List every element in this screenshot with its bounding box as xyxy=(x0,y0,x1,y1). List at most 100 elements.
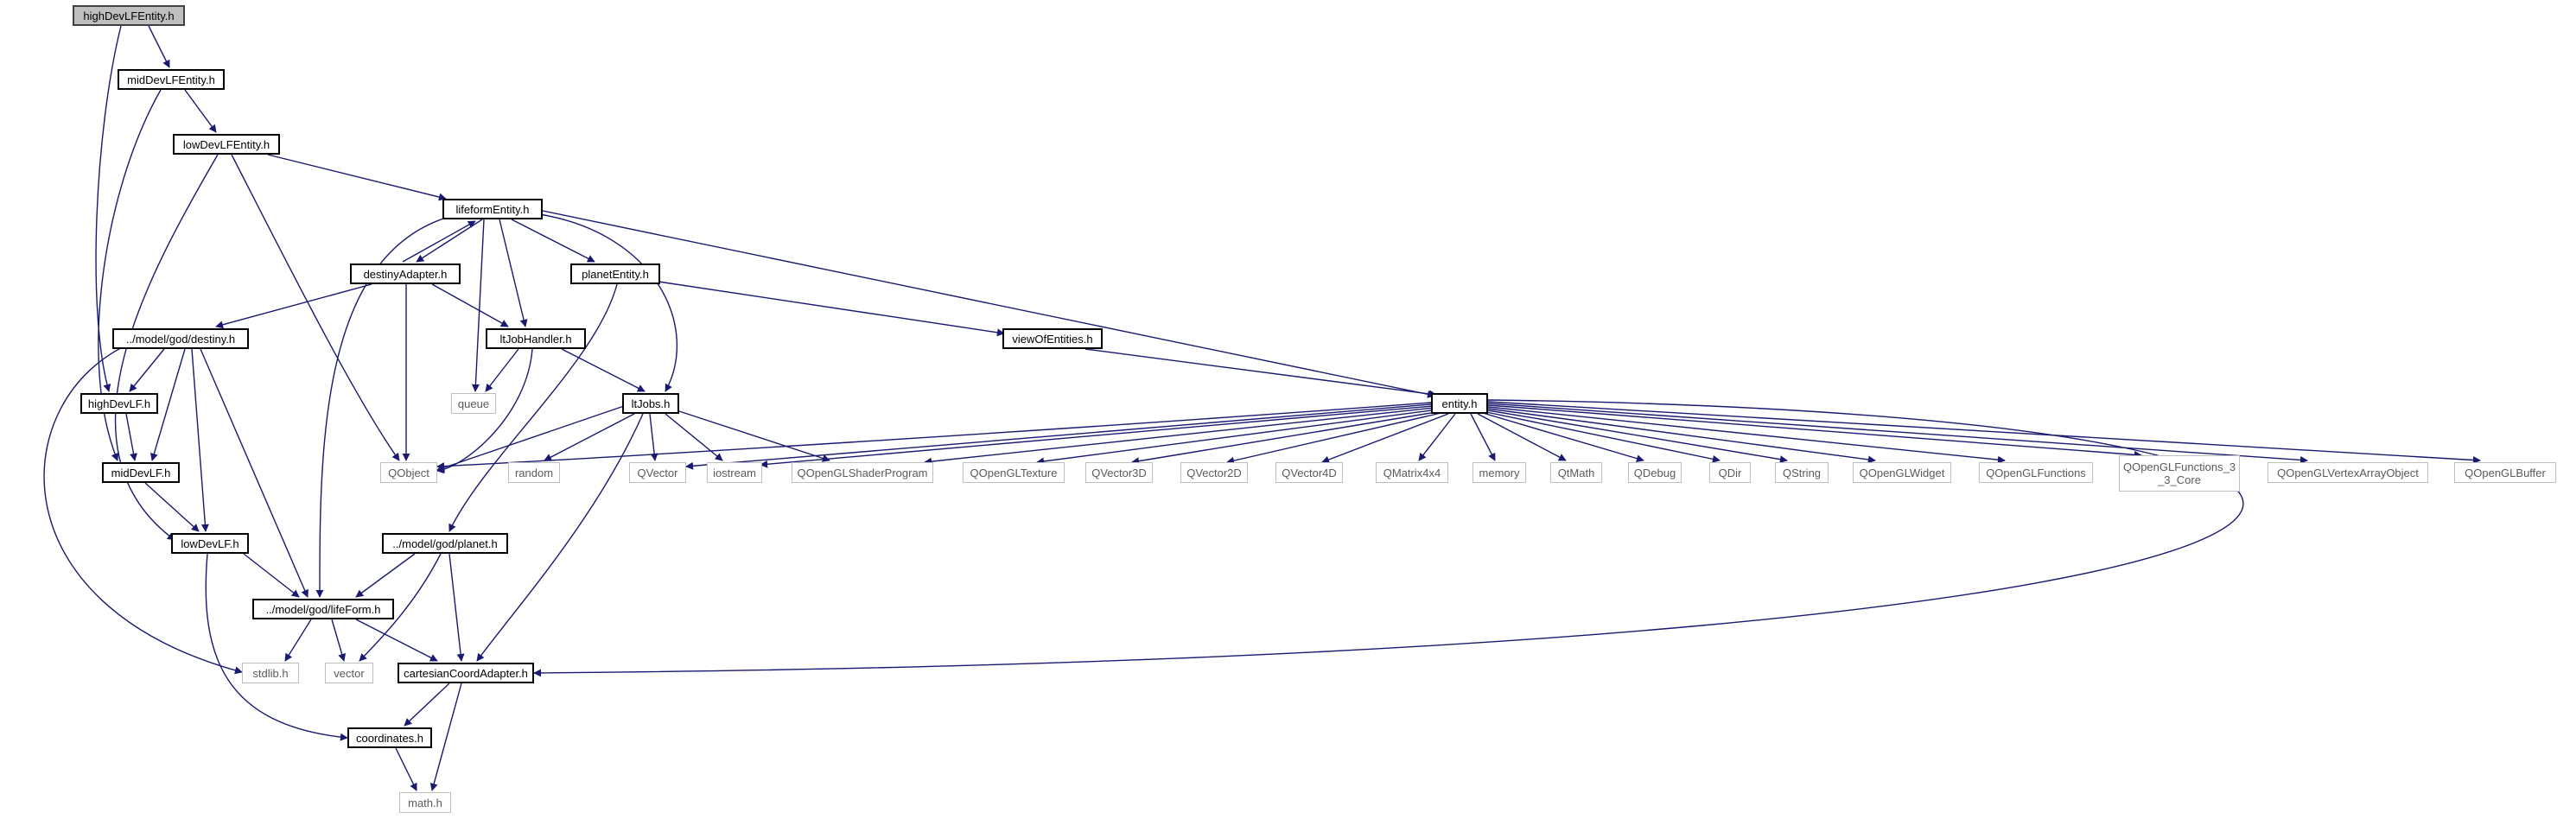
node-planetEntity[interactable]: planetEntity.h xyxy=(570,263,660,284)
edge-lifeformEntity-entity xyxy=(542,210,1435,398)
edge-lifeformEntity-queue xyxy=(471,219,485,392)
edge-modelGodLifeForm-vector xyxy=(331,619,347,662)
edge-destinyAdapter-ltJobHandler xyxy=(431,283,509,327)
edge-highDevLFEntity-highDevLF xyxy=(95,25,122,392)
edge-entity-QOpenGLWidget xyxy=(1487,408,1876,464)
node-QVector3D[interactable]: QVector3D xyxy=(1085,462,1153,483)
edge-planetEntity-viewOfEntities xyxy=(658,281,1005,337)
node-modelGodDestiny[interactable]: ../model/god/destiny.h xyxy=(112,328,249,349)
edge-destinyAdapter-lifeformEntity xyxy=(402,220,476,263)
node-modelGodLifeForm[interactable]: ../model/god/lifeForm.h xyxy=(252,599,394,619)
edge-ltJobHandler-ltJobs xyxy=(561,348,646,392)
edge-cartesianCoordAdapter-math xyxy=(429,682,462,791)
edge-modelGodPlanet-modelGodLifeForm xyxy=(355,553,416,598)
edge-lifeformEntity-modelGodLifeForm xyxy=(315,217,447,598)
edge-entity-QOpenGLBuffer xyxy=(1487,401,2481,465)
node-QOpenGLBuffer[interactable]: QOpenGLBuffer xyxy=(2454,462,2556,483)
node-lowDevLF[interactable]: lowDevLF.h xyxy=(171,533,249,554)
node-QDir[interactable]: QDir xyxy=(1709,462,1751,483)
node-vector[interactable]: vector xyxy=(325,663,373,683)
edge-ltJobs-cartesianCoordAdapter xyxy=(476,413,644,662)
edge-ltJobs-QVector xyxy=(649,413,658,461)
edge-modelGodPlanet-cartesianCoordAdapter xyxy=(448,553,465,662)
edge-modelGodDestiny-stdlib xyxy=(43,343,243,675)
edge-cartesianCoordAdapter-coordinates xyxy=(404,682,450,727)
edge-lowDevLF-coordinates xyxy=(205,553,348,741)
edge-entity-memory xyxy=(1470,413,1496,461)
node-destinyAdapter[interactable]: destinyAdapter.h xyxy=(350,263,461,284)
edge-coordinates-math xyxy=(395,747,417,791)
edge-entity-QObject xyxy=(436,402,1432,471)
edge-ltJobHandler-QObject xyxy=(436,348,533,474)
edge-entity-QVector2D xyxy=(1226,411,1446,465)
edge-modelGodDestiny-modelGodLifeForm xyxy=(200,348,308,598)
node-QVector[interactable]: QVector xyxy=(629,462,686,483)
edge-planetEntity-modelGodPlanet xyxy=(448,283,618,532)
node-memory[interactable]: memory xyxy=(1472,462,1526,483)
edge-entity-QVector xyxy=(685,403,1432,470)
edge-lowDevLFEntity-lifeformEntity xyxy=(267,154,447,201)
edge-highDevLFEntity-midDevLFEntity xyxy=(148,25,170,68)
node-cartesianCoordAdapter[interactable]: cartesianCoordAdapter.h xyxy=(398,663,534,683)
edge-entity-QOpenGLFunctions xyxy=(1487,406,2006,464)
edge-lowDevLFEntity-QObject xyxy=(231,154,400,461)
edge-ltJobs-QObject xyxy=(436,405,625,472)
node-ltJobs[interactable]: ltJobs.h xyxy=(622,393,679,414)
node-QMatrix4x4[interactable]: QMatrix4x4 xyxy=(1376,462,1448,483)
edge-entity-QOpenGLShaderProgram xyxy=(924,407,1435,466)
node-queue[interactable]: queue xyxy=(451,393,496,414)
edge-modelGodDestiny-lowDevLF xyxy=(191,348,209,532)
node-midDevLFEntity[interactable]: midDevLFEntity.h xyxy=(118,69,225,90)
edge-ltJobHandler-queue xyxy=(485,348,519,392)
edge-entity-QtMath xyxy=(1477,413,1567,461)
node-QOpenGLFunctions[interactable]: QOpenGLFunctions xyxy=(1979,462,2093,483)
edge-lowDevLFEntity-lowDevLF xyxy=(114,154,219,541)
node-lifeformEntity[interactable]: lifeformEntity.h xyxy=(442,199,543,219)
node-QVector4D[interactable]: QVector4D xyxy=(1275,462,1343,483)
node-QOpenGLFunctions_3_3_Core[interactable]: QOpenGLFunctions_3 _3_Core xyxy=(2119,455,2240,492)
edge-modelGodDestiny-highDevLF xyxy=(129,348,165,392)
edge-midDevLFEntity-midDevLF xyxy=(98,89,162,461)
edge-ltJobs-random xyxy=(544,413,635,461)
edge-highDevLF-midDevLF xyxy=(125,413,137,461)
node-QOpenGLWidget[interactable]: QOpenGLWidget xyxy=(1853,462,1951,483)
node-coordinates[interactable]: coordinates.h xyxy=(347,727,432,748)
node-QObject[interactable]: QObject xyxy=(380,462,437,483)
node-QOpenGLVertexArrayObject[interactable]: QOpenGLVertexArrayObject xyxy=(2268,462,2428,483)
node-entity[interactable]: entity.h xyxy=(1431,393,1488,414)
edge-modelGodLifeForm-stdlib xyxy=(284,619,312,662)
node-random[interactable]: random xyxy=(508,462,560,483)
node-QOpenGLTexture[interactable]: QOpenGLTexture xyxy=(963,462,1065,483)
edge-modelGodPlanet-vector xyxy=(359,553,442,662)
edge-destinyAdapter-modelGodDestiny xyxy=(215,283,372,329)
edge-entity-QOpenGLTexture xyxy=(1036,409,1439,466)
node-lowDevLFEntity[interactable]: lowDevLFEntity.h xyxy=(173,134,280,155)
edge-ltJobs-iostream xyxy=(665,413,723,461)
edge-entity-cartesianCoordAdapter xyxy=(533,399,2244,677)
node-iostream[interactable]: iostream xyxy=(707,462,762,483)
node-modelGodPlanet[interactable]: ../model/god/planet.h xyxy=(382,533,508,554)
node-QDebug[interactable]: QDebug xyxy=(1628,462,1682,483)
node-QVector2D[interactable]: QVector2D xyxy=(1180,462,1248,483)
edge-entity-QVector3D xyxy=(1131,410,1442,466)
edge-viewOfEntities-entity xyxy=(1084,348,1437,398)
node-math[interactable]: math.h xyxy=(399,792,451,813)
edge-modelGodLifeForm-cartesianCoordAdapter xyxy=(355,619,438,662)
node-viewOfEntities[interactable]: viewOfEntities.h xyxy=(1002,328,1103,349)
node-midDevLF[interactable]: midDevLF.h xyxy=(102,462,180,483)
edge-entity-QVector4D xyxy=(1321,413,1449,464)
edge-entity-QOpenGLFunctions_3_3_Core xyxy=(1487,404,2142,459)
node-QtMath[interactable]: QtMath xyxy=(1550,462,1602,483)
edge-lifeformEntity-planetEntity xyxy=(511,219,595,263)
edge-lifeformEntity-ltJobs xyxy=(538,213,678,392)
edge-entity-QDebug xyxy=(1482,412,1644,463)
node-highDevLF[interactable]: highDevLF.h xyxy=(80,393,158,414)
node-ltJobHandler[interactable]: ltJobHandler.h xyxy=(486,328,586,349)
node-highDevLFEntity[interactable]: highDevLFEntity.h xyxy=(73,5,185,26)
node-QOpenGLShaderProgram[interactable]: QOpenGLShaderProgram xyxy=(792,462,933,483)
edge-entity-QOpenGLVertexArrayObject xyxy=(1487,403,2308,464)
edge-lifeformEntity-ltJobHandler xyxy=(499,219,528,327)
node-QString[interactable]: QString xyxy=(1775,462,1829,483)
node-stdlib[interactable]: stdlib.h xyxy=(242,663,299,683)
edge-entity-iostream xyxy=(760,405,1434,468)
